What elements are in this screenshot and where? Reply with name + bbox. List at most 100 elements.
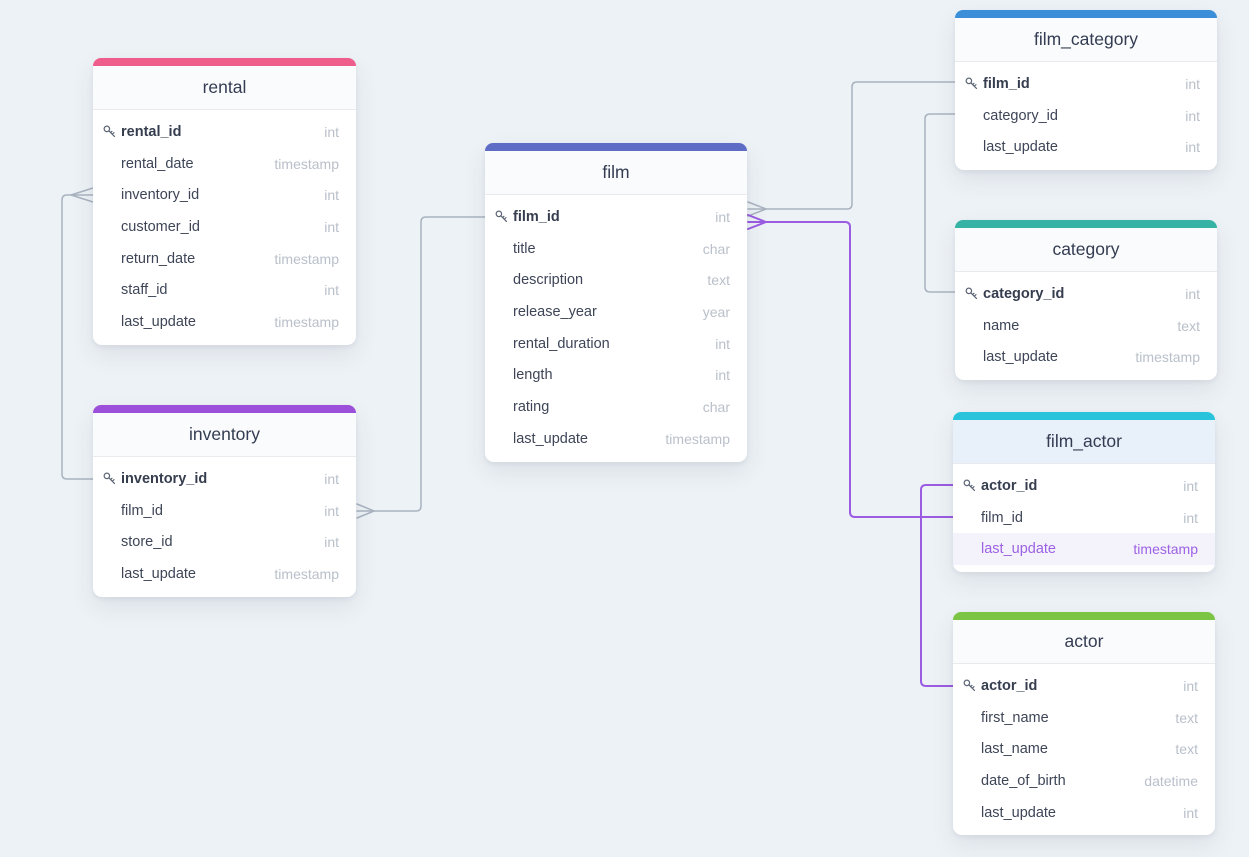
table-color-bar xyxy=(93,58,356,66)
column-name: film_id xyxy=(983,75,1030,92)
column-row-rental-rental_id[interactable]: rental_id int xyxy=(93,116,356,148)
column-row-category-last_update[interactable]: last_update timestamp xyxy=(955,341,1217,373)
relationship-film-film_actor[interactable] xyxy=(747,214,954,518)
table-color-bar xyxy=(953,412,1215,420)
column-name: last_update xyxy=(121,313,196,330)
column-name: film_id xyxy=(981,509,1023,526)
column-row-film-film_id[interactable]: film_id int xyxy=(485,201,747,233)
relationship-rental-inventory[interactable] xyxy=(61,187,94,480)
column-type: int xyxy=(1185,285,1200,302)
relationship-film-film_category[interactable] xyxy=(747,81,956,217)
column-row-rental-last_update[interactable]: last_update timestamp xyxy=(93,306,356,338)
table-title-inventory[interactable]: inventory xyxy=(93,413,356,457)
column-type: int xyxy=(1185,107,1200,124)
column-type: int xyxy=(715,208,730,225)
column-type: int xyxy=(1183,509,1198,526)
crow-foot-icon xyxy=(747,214,767,230)
column-row-film-rental_duration[interactable]: rental_duration int xyxy=(485,328,747,360)
table-title-film_category[interactable]: film_category xyxy=(955,18,1217,62)
column-name: release_year xyxy=(513,303,597,320)
column-type: year xyxy=(702,303,730,320)
column-row-film_actor-film_id[interactable]: film_id int xyxy=(953,502,1215,534)
column-name: title xyxy=(513,240,536,257)
column-name: rental_date xyxy=(121,155,194,172)
column-type: timestamp xyxy=(274,313,339,330)
table-color-bar xyxy=(485,143,747,151)
column-type: int xyxy=(324,187,339,204)
table-title-film_actor[interactable]: film_actor xyxy=(953,420,1215,464)
crow-foot-icon xyxy=(747,201,767,217)
column-type: int xyxy=(715,367,730,384)
table-title-category[interactable]: category xyxy=(955,228,1217,272)
column-type: timestamp xyxy=(665,430,730,447)
table-color-bar xyxy=(955,220,1217,228)
column-row-actor-actor_id[interactable]: actor_id int xyxy=(953,670,1215,702)
primary-key-icon xyxy=(962,478,981,493)
table-title-actor[interactable]: actor xyxy=(953,620,1215,664)
column-type: int xyxy=(324,123,339,140)
column-type: timestamp xyxy=(1133,541,1198,558)
column-type: timestamp xyxy=(1135,349,1200,366)
column-type: int xyxy=(1183,804,1198,821)
column-name: actor_id xyxy=(981,677,1038,694)
table-color-bar xyxy=(93,405,356,413)
column-row-film-release_year[interactable]: release_year year xyxy=(485,296,747,328)
column-type: datetime xyxy=(1144,772,1198,789)
primary-key-icon xyxy=(964,286,983,301)
column-name: film_id xyxy=(513,208,560,225)
column-name: staff_id xyxy=(121,282,168,299)
column-name: last_update xyxy=(983,349,1058,366)
column-name: rental_duration xyxy=(513,335,610,352)
column-name: rental_id xyxy=(121,123,182,140)
column-type: timestamp xyxy=(274,155,339,172)
column-type: int xyxy=(715,335,730,352)
column-type: char xyxy=(702,240,730,257)
column-name: last_update xyxy=(983,139,1058,156)
relationship-film_actor-actor[interactable] xyxy=(920,484,954,687)
relationship-inventory-film[interactable] xyxy=(356,216,486,519)
column-type: int xyxy=(1183,677,1198,694)
relationship-film_category-category[interactable] xyxy=(924,113,956,293)
primary-key-icon xyxy=(962,678,981,693)
table-title-rental[interactable]: rental xyxy=(93,66,356,110)
column-type: int xyxy=(324,218,339,235)
column-name: return_date xyxy=(121,250,196,267)
column-name: store_id xyxy=(121,534,173,551)
crow-foot-icon xyxy=(70,187,94,203)
table-title-film[interactable]: film xyxy=(485,151,747,195)
column-row-film-title[interactable]: title char xyxy=(485,233,747,265)
column-row-rental-rental_date[interactable]: rental_date timestamp xyxy=(93,148,356,180)
column-type: int xyxy=(324,502,339,519)
column-type: int xyxy=(324,470,339,487)
